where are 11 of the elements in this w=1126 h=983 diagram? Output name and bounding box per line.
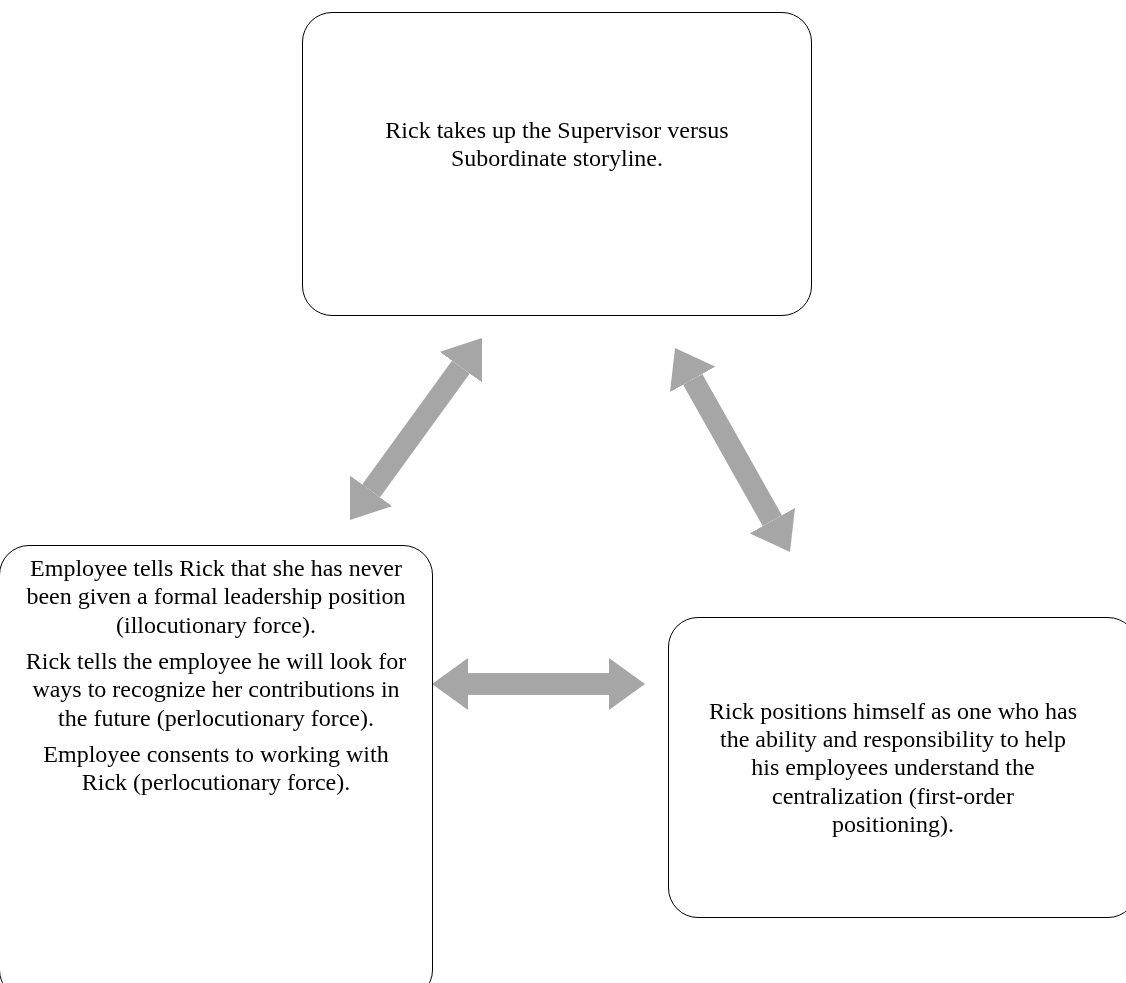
rounded-box	[302, 12, 812, 316]
box-text: Rick tells the employee he will look for ways to recognize her contributions in the future (perlocutionary force).	[24, 646, 408, 732]
box-text: Rick positions himself as one who has the ability and responsibility to help his employees understand the centralization (first-order positioning).	[709, 696, 1077, 839]
double-arrow	[670, 348, 795, 552]
box-text: Employee consents to working with Rick (perlocutionary force).	[42, 739, 390, 797]
rounded-box	[668, 617, 1126, 918]
box-text: Employee tells Rick that she has never been given a formal leadership position (illocutionary force).	[25, 554, 407, 639]
box-text: Rick takes up the Supervisor versus Subordinate storyline.	[384, 115, 730, 173]
rounded-box	[0, 545, 433, 983]
double-arrow	[432, 658, 645, 710]
double-arrow	[350, 338, 482, 520]
